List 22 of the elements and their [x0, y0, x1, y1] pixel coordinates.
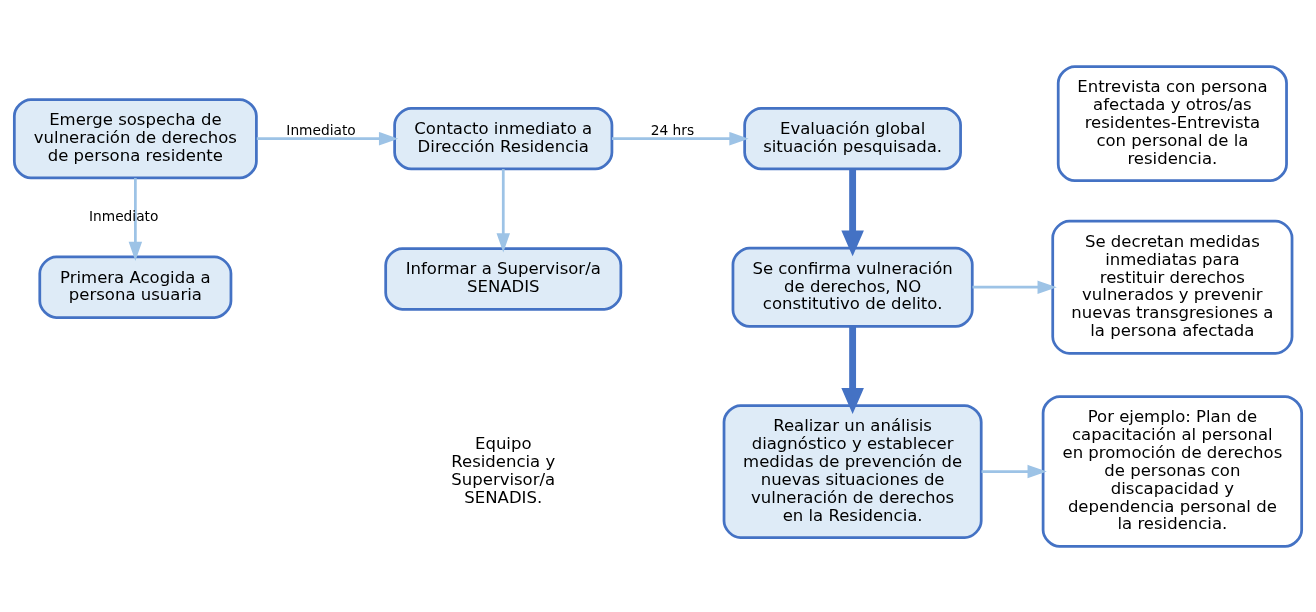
node-box: Informar a Supervisor/a SENADIS [384, 246, 623, 311]
arrow [611, 131, 749, 145]
node-box: Contacto inmediato a Dirección Residencia [393, 106, 614, 170]
edge-label: Inmediato [88, 207, 159, 224]
arrow [128, 177, 143, 261]
arrow [972, 280, 1057, 294]
node-box: Entrevista con persona afectada y otros/as residentes-Entrevista con personal de la residencia. [1056, 64, 1288, 182]
edge-label: Inmediato [286, 121, 356, 138]
node-box: Se decretan medidas inmediatas para restituir derechos vulnerados y prevenir nuevas transgresiones a la persona afectada [1051, 219, 1294, 355]
node-box: Por ejemplo: Plan de capacitación al personal en promoción de derechos de personas con discapacidad y dependencia personal de la residencia. [1041, 394, 1304, 548]
node-box: Emerge sospecha de vulneración de derechos de persona residente [12, 97, 258, 179]
node-box: Realizar un análisis diagnóstico y establecer medidas de prevención de nuevas situaciones de vulneración de derechos en la Residencia. [722, 403, 983, 539]
arrow [841, 168, 864, 256]
node-box: Primera Acogida a persona usuaria [38, 255, 233, 319]
node-box: Evaluación global situación pesquisada. [743, 106, 962, 170]
edge-label: 24 hrs [650, 121, 695, 138]
arrow [256, 131, 399, 145]
node-box: Se confirma vulneración de derechos, NO constitutivo de delito. [731, 246, 974, 328]
arrow [841, 325, 864, 414]
arrow [496, 168, 511, 252]
label: Equipo Residencia y Supervisor/a SENADIS. [451, 433, 556, 507]
arrow [981, 464, 1047, 478]
